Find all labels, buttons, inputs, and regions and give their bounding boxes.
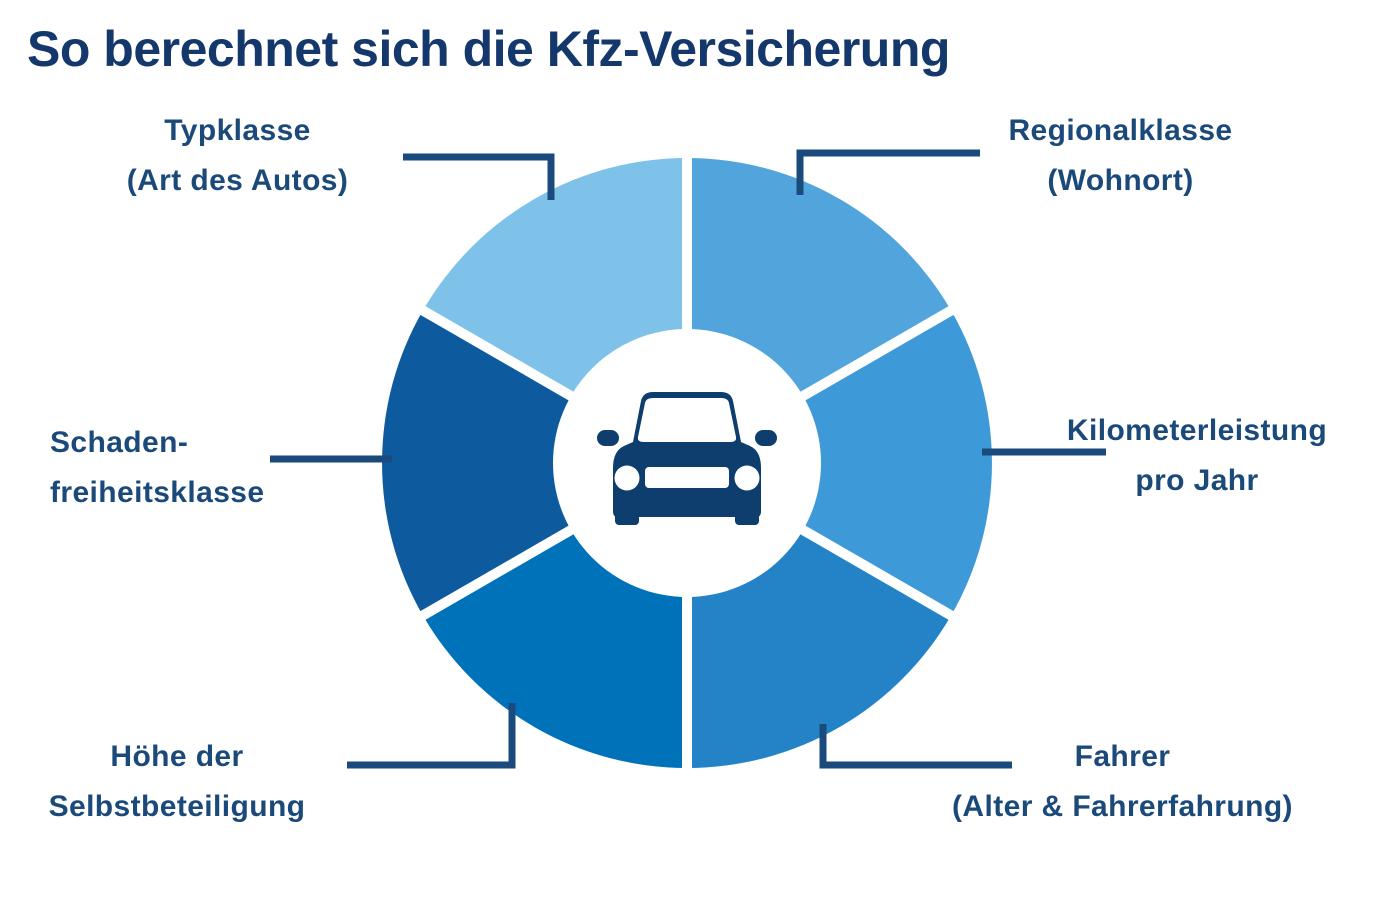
label-kilometerleistung: Kilometerleistung pro Jahr: [1018, 406, 1376, 506]
label-fahrer-line1: Fahrer: [1074, 740, 1171, 773]
label-selbstbeteiligung-line1: Höhe der: [110, 740, 244, 773]
segment-kilometerleistung-wedge: [687, 310, 992, 616]
car-headlight-right: [734, 465, 760, 491]
car-icon: [597, 392, 777, 525]
car-headlight-left: [614, 465, 640, 491]
label-typklasse: Typklasse (Art des Autos): [35, 106, 440, 206]
label-selbstbeteiligung: Höhe der Selbstbeteiligung: [22, 732, 332, 832]
label-fahrer: Fahrer (Alter & Fahrerfahrung): [925, 732, 1320, 832]
label-schadenfreiheitsklasse-line1: Schaden-: [50, 426, 189, 459]
label-regionalklasse: Regionalklasse (Wohnort): [918, 106, 1323, 206]
leader-line-typklasse: [403, 153, 555, 200]
label-regionalklasse-line1: Regionalklasse: [1008, 114, 1233, 147]
label-typklasse-line1: Typklasse: [164, 114, 311, 147]
leader-line-regionalklasse: [796, 149, 980, 195]
car-mirror-left: [597, 430, 619, 446]
label-regionalklasse-line2: (Wohnort): [1047, 164, 1194, 197]
label-kilometerleistung-line1: Kilometerleistung: [1066, 414, 1328, 447]
leader-lines: [270, 149, 1106, 769]
car-license-plate: [645, 467, 729, 488]
label-typklasse-line2: (Art des Autos): [126, 164, 349, 197]
car-windshield: [637, 398, 737, 442]
label-selbstbeteiligung-line2: Selbstbeteiligung: [48, 790, 306, 823]
label-kilometerleistung-line2: pro Jahr: [1135, 464, 1259, 497]
page-title: So berechnet sich die Kfz-Versicherung: [27, 21, 950, 77]
label-schadenfreiheitsklasse: Schaden- freiheitsklasse: [50, 418, 360, 518]
leader-line-fahrer: [819, 724, 1012, 769]
leader-line-selbstbeteiligung: [347, 703, 516, 769]
segment-schadenfreiheitsklasse-wedge: [382, 310, 687, 616]
label-schadenfreiheitsklasse-line2: freiheitsklasse: [50, 476, 265, 509]
car-mirror-right: [755, 430, 777, 446]
label-fahrer-line2: (Alter & Fahrerfahrung): [952, 790, 1293, 823]
